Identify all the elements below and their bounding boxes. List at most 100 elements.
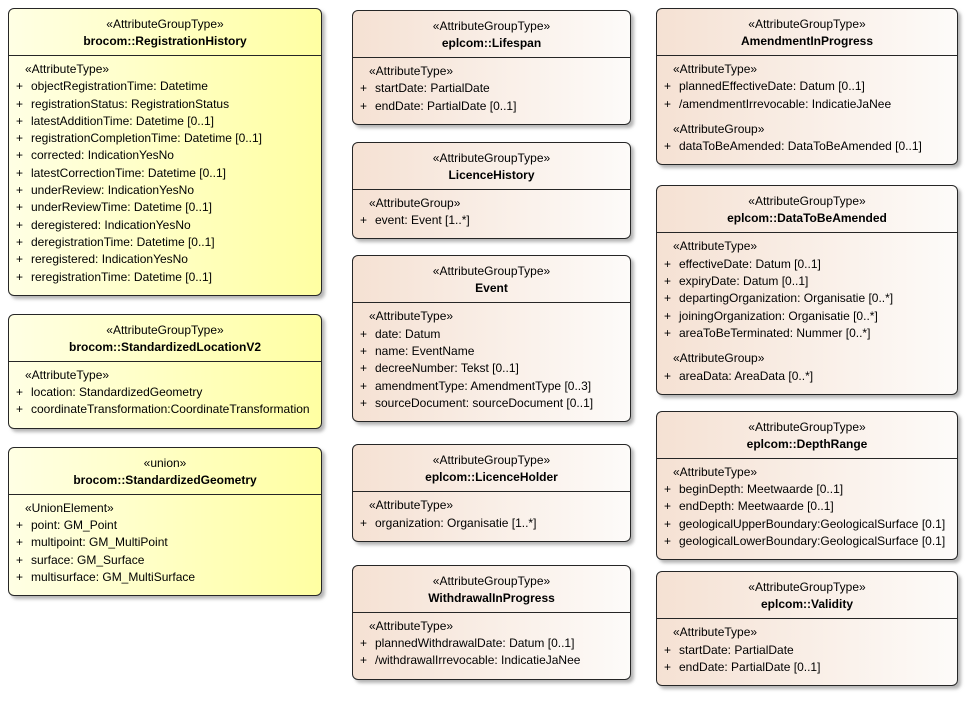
attribute-text: surface: GM_Surface bbox=[31, 552, 145, 567]
attribute-row: +name: EventName bbox=[353, 343, 626, 360]
attribute-section: «AttributeType»+location: StandardizedGe… bbox=[9, 367, 317, 419]
attribute-text: reregistered: IndicationYesNo bbox=[31, 252, 188, 267]
attribute-row: +surface: GM_Surface bbox=[9, 552, 317, 569]
visibility-plus: + bbox=[664, 325, 672, 340]
class-title: «AttributeGroupType»eplcom::Validity bbox=[657, 572, 957, 620]
attribute-text: deregistrationTime: Datetime [0..1] bbox=[31, 234, 215, 249]
visibility-plus: + bbox=[664, 79, 672, 94]
class-stereotype: «AttributeGroupType» bbox=[432, 150, 551, 165]
class-title: «AttributeGroupType»eplcom::LicenceHolde… bbox=[353, 445, 630, 493]
attribute-section: «AttributeType»+startDate: PartialDate+e… bbox=[657, 624, 953, 676]
section-stereotype: «AttributeType» bbox=[369, 64, 454, 78]
class-title: «AttributeGroupType»Event bbox=[353, 256, 630, 304]
attribute-text: endDepth: Meetwaarde [0..1] bbox=[679, 499, 834, 514]
attribute-section: «AttributeType»+date: Datum+name: EventN… bbox=[353, 308, 626, 412]
class-box-brocom-registrationhistory[interactable]: «AttributeGroupType»brocom::Registration… bbox=[8, 8, 322, 296]
section-stereotype: «AttributeType» bbox=[25, 367, 110, 382]
class-box-eplcom-licenceholder[interactable]: «AttributeGroupType»eplcom::LicenceHolde… bbox=[352, 444, 631, 542]
visibility-plus: + bbox=[360, 98, 368, 113]
class-box-amendmentinprogress[interactable]: «AttributeGroupType»AmendmentInProgress«… bbox=[656, 8, 958, 166]
class-attributes-compartment: «UnionElement»+point: GM_Point+multipoin… bbox=[9, 495, 321, 595]
attribute-section: «AttributeType»+effectiveDate: Datum [0.… bbox=[657, 238, 953, 342]
class-box-licencehistory[interactable]: «AttributeGroupType» LicenceHistory «Attri… bbox=[352, 141, 631, 240]
attribute-section: «AttributeGroup»+dataToBeAmended: DataTo… bbox=[657, 121, 953, 156]
class-name: Event bbox=[475, 281, 508, 296]
visibility-plus: + bbox=[360, 81, 368, 96]
attribute-text: plannedEffectiveDate: Datum [0..1] bbox=[679, 79, 865, 94]
section-stereotype: «AttributeGroup» bbox=[369, 195, 461, 210]
section-stereotype: «AttributeGroup» bbox=[673, 351, 765, 366]
class-box-eplcom-validity[interactable]: «AttributeGroupType»eplcom::Validity«Att… bbox=[656, 571, 958, 687]
class-box-event[interactable]: «AttributeGroupType»Event «AttributeType»… bbox=[352, 255, 631, 423]
class-attributes-compartment: «AttributeType»+effectiveDate: Datum [0.… bbox=[657, 233, 957, 393]
attribute-text: corrected: IndicationYesNo bbox=[31, 148, 174, 163]
class-box-brocom-standardizedlocationv2[interactable]: «AttributeGroupType»brocom::Standardized… bbox=[8, 313, 322, 429]
visibility-plus: + bbox=[664, 308, 672, 323]
visibility-plus: + bbox=[16, 269, 24, 284]
diagram-column-left: «AttributeGroupType»brocom::Registration… bbox=[8, 8, 322, 597]
section-stereotype: «AttributeType» bbox=[673, 239, 758, 254]
attribute-row: +endDate: PartialDate [0..1] bbox=[657, 659, 953, 676]
attribute-row: +point: GM_Point bbox=[9, 517, 317, 534]
attribute-text: amendmentType: AmendmentType [0..3] bbox=[375, 378, 592, 393]
class-name: WithdrawalInProgress bbox=[428, 590, 555, 605]
class-stereotype: «AttributeGroupType» bbox=[432, 19, 551, 33]
attribute-text: startDate: PartialDate bbox=[375, 81, 490, 96]
visibility-plus: + bbox=[16, 148, 24, 163]
attribute-text: latestAdditionTime: Datetime [0..1] bbox=[31, 113, 214, 128]
visibility-plus: + bbox=[16, 79, 24, 94]
attribute-row: +endDepth: Meetwaarde [0..1] bbox=[657, 498, 953, 515]
attribute-text: effectiveDate: Datum [0..1] bbox=[679, 256, 821, 271]
visibility-plus: + bbox=[360, 636, 368, 651]
attribute-section: «UnionElement»+point: GM_Point+multipoin… bbox=[9, 500, 317, 586]
class-box-withdrawalinprogress[interactable]: «AttributeGroupType» WithdrawalInProgress… bbox=[352, 564, 631, 680]
visibility-plus: + bbox=[360, 378, 368, 393]
class-name: brocom::StandardizedGeometry bbox=[73, 472, 257, 487]
class-stereotype: «AttributeGroupType» bbox=[748, 580, 866, 595]
attribute-text: joiningOrganization: Organisatie [0..*] bbox=[679, 308, 878, 323]
visibility-plus: + bbox=[16, 402, 24, 417]
class-attributes-compartment: «AttributeType»+plannedEffectiveDate: Da… bbox=[657, 56, 957, 164]
class-box-eplcom-lifespan[interactable]: «AttributeGroupType»eplcom::Lifespan«Att… bbox=[352, 10, 631, 125]
class-name: LicenceHistory bbox=[448, 167, 535, 182]
attribute-text: multipoint: GM_MultiPoint bbox=[31, 535, 168, 550]
attribute-row: +deregistrationTime: Datetime [0..1] bbox=[9, 234, 317, 251]
attribute-text: endDate: PartialDate [0..1] bbox=[375, 98, 517, 113]
attribute-text: geologicalLowerBoundary:GeologicalSurfac… bbox=[679, 534, 946, 549]
class-title: «union»brocom::StandardizedGeometry bbox=[9, 448, 321, 495]
section-stereotype: «AttributeType» bbox=[369, 309, 454, 324]
visibility-plus: + bbox=[664, 482, 672, 497]
attribute-row: +expiryDate: Datum [0..1] bbox=[657, 273, 953, 290]
attribute-text: reregistrationTime: Datetime [0..1] bbox=[31, 269, 212, 284]
attribute-row: +coordinateTransformation:CoordinateTran… bbox=[9, 401, 317, 418]
visibility-plus: + bbox=[16, 131, 24, 146]
class-stereotype: «AttributeGroupType» bbox=[748, 419, 866, 434]
attribute-row: +geologicalUpperBoundary:GeologicalSurfa… bbox=[657, 516, 953, 533]
attribute-row: + corrected: IndicationYesNo bbox=[9, 147, 317, 164]
class-box-eplcom-depthrange[interactable]: «AttributeGroupType»eplcom::DepthRange«A… bbox=[656, 410, 958, 561]
class-stereotype: «union» bbox=[143, 455, 187, 470]
class-name: eplcom::Validity bbox=[760, 597, 854, 612]
attribute-text: objectRegistrationTime: Datetime bbox=[31, 79, 208, 94]
attribute-row: +reregistered: IndicationYesNo bbox=[9, 251, 317, 268]
section-stereotype: «AttributeType» bbox=[25, 62, 110, 76]
class-stereotype: «AttributeGroupType» bbox=[432, 573, 551, 588]
class-box-brocom-standardizedgeometry[interactable]: «union»brocom::StandardizedGeometry«Unio… bbox=[8, 446, 322, 597]
class-name: eplcom::Lifespan bbox=[441, 36, 542, 50]
visibility-plus: + bbox=[664, 256, 672, 271]
section-stereotype: «AttributeType» bbox=[369, 618, 454, 633]
class-name: eplcom::DataToBeAmended bbox=[727, 211, 887, 226]
attribute-row: +multipoint: GM_MultiPoint bbox=[9, 534, 317, 551]
diagram-column-middle: «AttributeGroupType»eplcom::Lifespan«Att… bbox=[352, 8, 631, 680]
attribute-text: /withdrawalIrrevocable: IndicatieJaNee bbox=[375, 653, 581, 668]
visibility-plus: + bbox=[16, 183, 24, 198]
attribute-text: departingOrganization: Organisatie [0..*… bbox=[679, 291, 894, 306]
class-box-eplcom-datatobeamended[interactable]: «AttributeGroupType»eplcom::DataToBeAmen… bbox=[656, 185, 958, 395]
attribute-row: +decreeNumber: Tekst [0..1] bbox=[353, 360, 626, 377]
section-stereotype: «AttributeType» bbox=[673, 625, 758, 640]
class-stereotype: «AttributeGroupType» bbox=[748, 194, 866, 209]
attribute-text: registrationStatus: RegistrationStatus bbox=[31, 96, 230, 111]
attribute-row: +underReview: IndicationYesNo bbox=[9, 182, 317, 199]
attribute-section: «AttributeType»+organization: Organisati… bbox=[353, 497, 626, 532]
attribute-row: +latestCorrectionTime: Datetime [0..1] bbox=[9, 165, 317, 182]
